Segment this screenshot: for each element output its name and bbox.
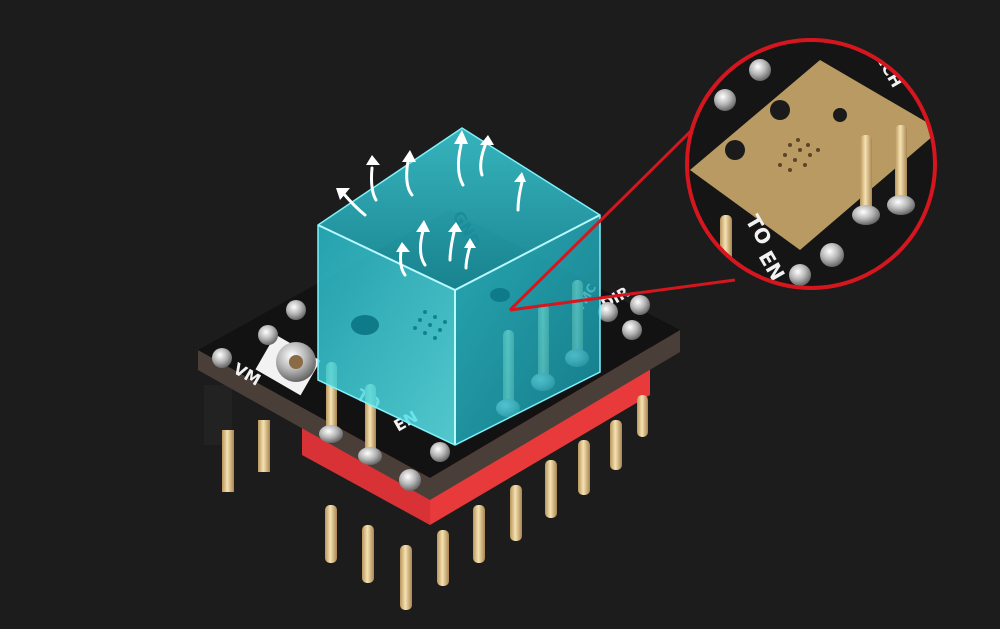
pcb-edge [198,330,680,500]
left-header-pins [204,385,270,492]
heat-arrows [341,141,524,277]
potentiometer [255,334,321,396]
heat-arrow-heads [336,130,526,252]
callout-lines [508,118,736,312]
magnifier-callout: TO EN TECH [685,38,937,290]
copper-thermal-pad [690,60,935,250]
lens-border [685,38,937,290]
header-pins [325,395,648,610]
solder-joints [212,295,650,491]
